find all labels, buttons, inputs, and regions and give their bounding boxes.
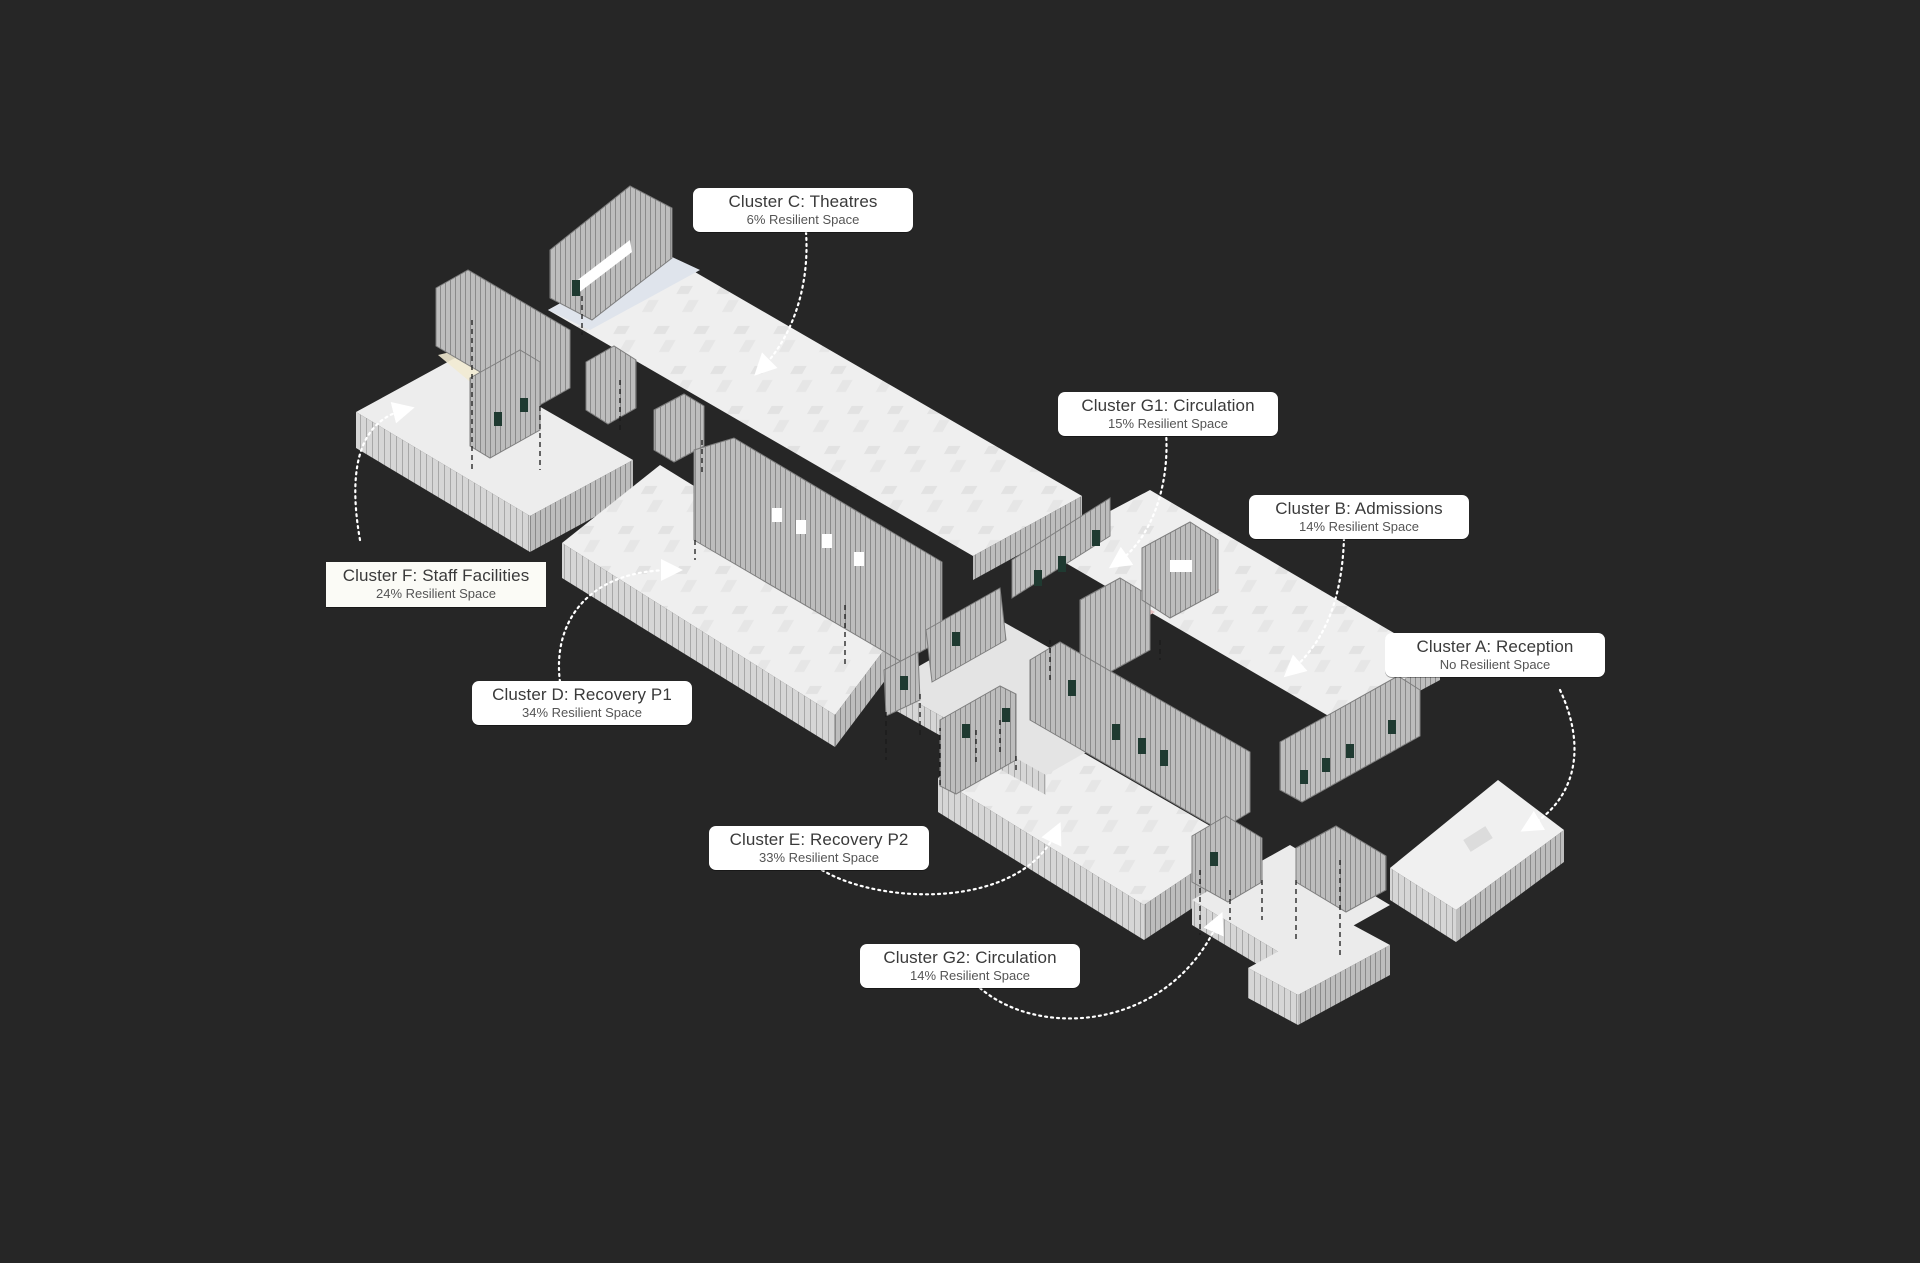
connector-g2	[978, 911, 1224, 1020]
connector-d	[557, 559, 683, 684]
cluster-g1-title: Cluster G1: Circulation	[1081, 396, 1255, 415]
cluster-d-subtitle: 34% Resilient Space	[522, 705, 642, 720]
cluster-a-title: Cluster A: Reception	[1416, 637, 1574, 656]
modules-g1-spine	[883, 497, 1111, 717]
label-cluster-g2: Cluster G2: Circulation 14% Resilient Sp…	[860, 944, 1080, 988]
cluster-g2-title: Cluster G2: Circulation	[883, 948, 1057, 967]
label-cluster-g1: Cluster G1: Circulation 15% Resilient Sp…	[1058, 392, 1278, 436]
modules-theatres	[549, 185, 673, 321]
cluster-g2-subtitle: 14% Resilient Space	[910, 968, 1030, 983]
connector-g1	[1108, 430, 1168, 569]
connector-b	[1283, 536, 1346, 678]
label-cluster-b: Cluster B: Admissions 14% Resilient Spac…	[1249, 495, 1469, 539]
cluster-b-title: Cluster B: Admissions	[1275, 499, 1443, 518]
modules-staff-facilities	[435, 269, 705, 463]
connector-f	[354, 402, 415, 542]
connectors	[354, 230, 1576, 1020]
modules-recovery-p2	[939, 641, 1251, 831]
drop-lines	[471, 296, 1341, 955]
connector-a	[1520, 688, 1576, 832]
cluster-a-subtitle: No Resilient Space	[1439, 657, 1551, 672]
cluster-e-subtitle: 33% Resilient Space	[759, 850, 879, 865]
connector-e	[820, 822, 1062, 896]
cluster-d-title: Cluster D: Recovery P1	[492, 685, 672, 704]
cluster-f-subtitle: 24% Resilient Space	[376, 586, 496, 601]
label-cluster-e: Cluster E: Recovery P2 33% Resilient Spa…	[709, 826, 929, 870]
label-cluster-a: Cluster A: Reception No Resilient Space	[1385, 633, 1605, 677]
label-cluster-c: Cluster C: Theatres 6% Resilient Space	[693, 188, 913, 232]
cluster-b-subtitle: 14% Resilient Space	[1299, 519, 1419, 534]
label-cluster-f: Cluster F: Staff Facilities 24% Resilien…	[326, 562, 546, 607]
label-cluster-d: Cluster D: Recovery P1 34% Resilient Spa…	[472, 681, 692, 725]
modules-g2	[1191, 815, 1387, 913]
modules-admissions	[1079, 521, 1219, 673]
slab-reception	[1390, 780, 1564, 942]
cluster-f-title: Cluster F: Staff Facilities	[342, 566, 530, 585]
cluster-e-title: Cluster E: Recovery P2	[729, 830, 909, 849]
cluster-c-subtitle: 6% Resilient Space	[746, 212, 860, 227]
connector-c	[754, 230, 808, 376]
cluster-g1-subtitle: 15% Resilient Space	[1108, 416, 1228, 431]
cluster-c-title: Cluster C: Theatres	[728, 192, 878, 211]
